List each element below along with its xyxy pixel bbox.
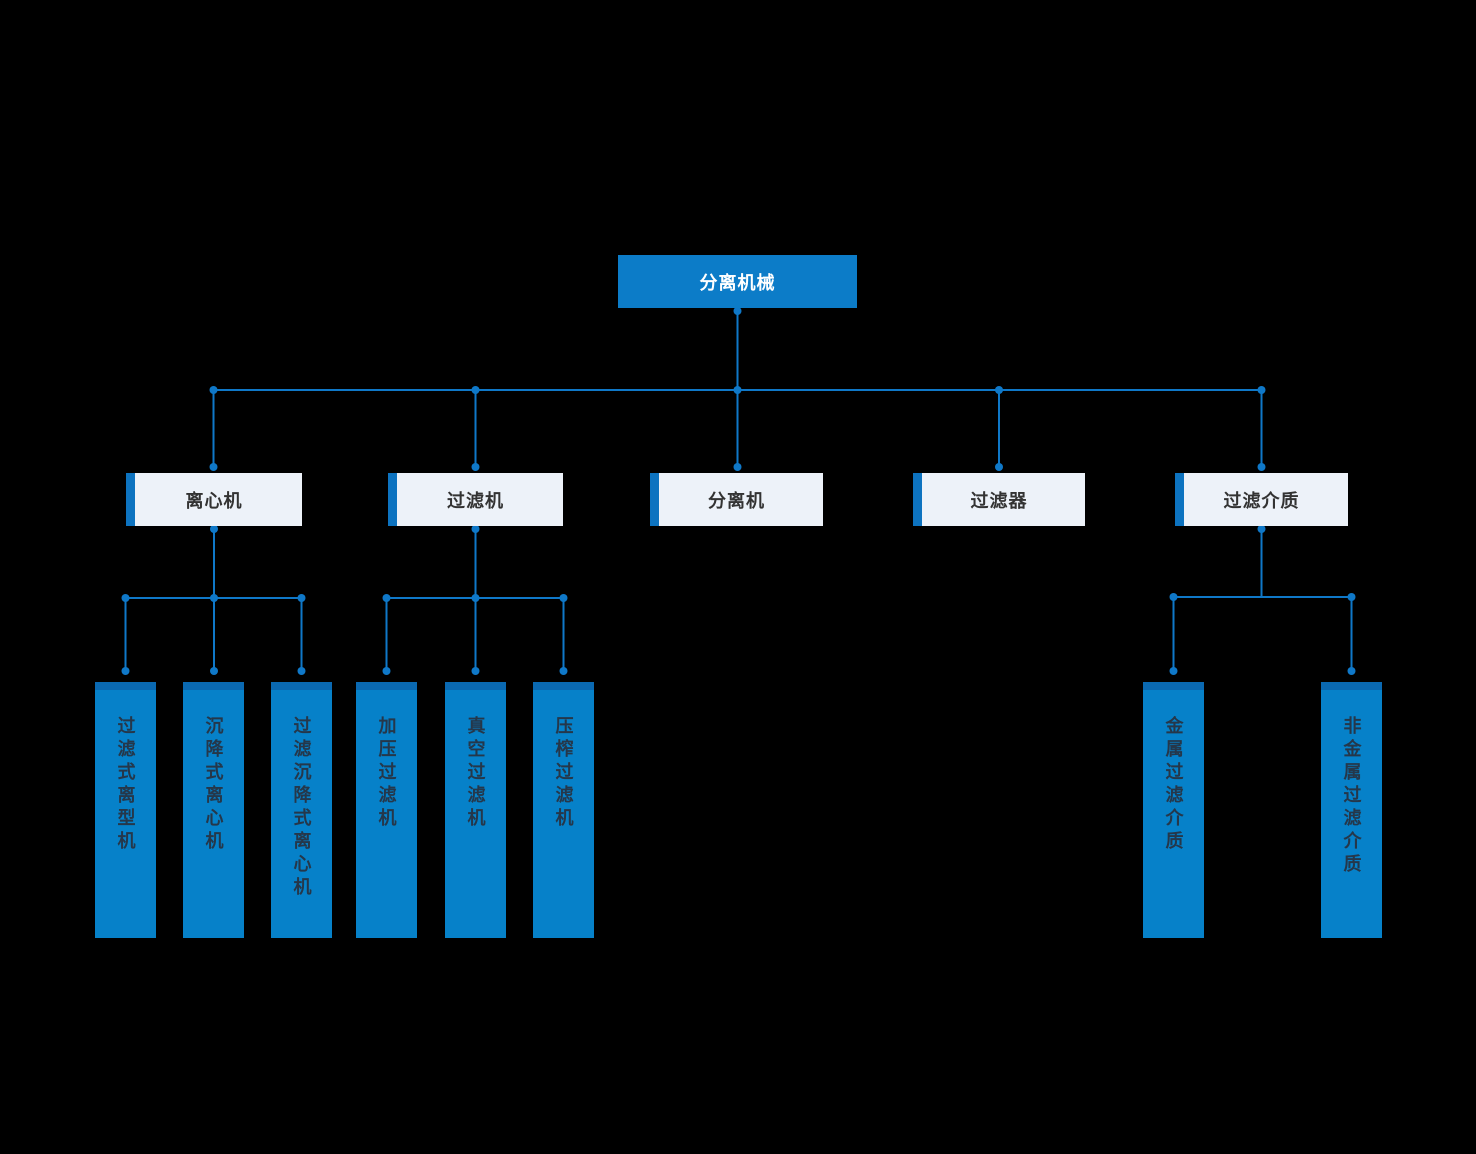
node-label: 过滤介质 — [1223, 490, 1300, 511]
node-level3-2: 过滤沉降式离心机 — [271, 682, 332, 938]
node-level3-5: 压榨过滤机 — [533, 682, 594, 938]
node-accent-bar — [1175, 473, 1184, 526]
node-label: 加压过滤机 — [376, 716, 397, 831]
node-label: 沉降式离心机 — [203, 716, 224, 854]
node-top-cap — [183, 682, 244, 690]
node-top-cap — [356, 682, 417, 690]
node-top-cap — [1143, 682, 1204, 690]
node-level2-strainer: 过滤器 — [913, 473, 1085, 526]
node-level2-centrifuge: 离心机 — [126, 473, 302, 526]
node-top-cap — [533, 682, 594, 690]
node-root: 分离机械 — [618, 255, 857, 308]
node-level3-4: 真空过滤机 — [445, 682, 506, 938]
node-label: 真空过滤机 — [465, 716, 486, 831]
node-level2-filter-machine: 过滤机 — [388, 473, 563, 526]
node-label: 过滤器 — [970, 490, 1028, 511]
node-level2-separator: 分离机 — [650, 473, 823, 526]
node-level3-0: 过滤式离型机 — [95, 682, 156, 938]
node-top-cap — [1321, 682, 1382, 690]
node-level3-3: 加压过滤机 — [356, 682, 417, 938]
node-level2-filter-media: 过滤介质 — [1175, 473, 1348, 526]
node-accent-bar — [388, 473, 397, 526]
node-label: 压榨过滤机 — [553, 716, 574, 831]
node-label: 过滤沉降式离心机 — [291, 716, 312, 900]
node-label: 非金属过滤介质 — [1341, 716, 1362, 877]
node-label: 过滤机 — [447, 490, 504, 511]
node-accent-bar — [913, 473, 922, 526]
node-root-label: 分离机械 — [699, 272, 776, 293]
node-top-cap — [95, 682, 156, 690]
node-top-cap — [271, 682, 332, 690]
node-accent-bar — [126, 473, 135, 526]
node-label: 金属过滤介质 — [1163, 716, 1184, 854]
node-level3-1: 沉降式离心机 — [183, 682, 244, 938]
node-accent-bar — [650, 473, 659, 526]
node-level3-6: 金属过滤介质 — [1143, 682, 1204, 938]
node-top-cap — [445, 682, 506, 690]
node-label: 过滤式离型机 — [115, 716, 136, 854]
node-label: 离心机 — [185, 490, 243, 511]
node-label: 分离机 — [708, 490, 765, 511]
node-level3-7: 非金属过滤介质 — [1321, 682, 1382, 938]
connector-junction-dots — [121, 307, 1356, 675]
